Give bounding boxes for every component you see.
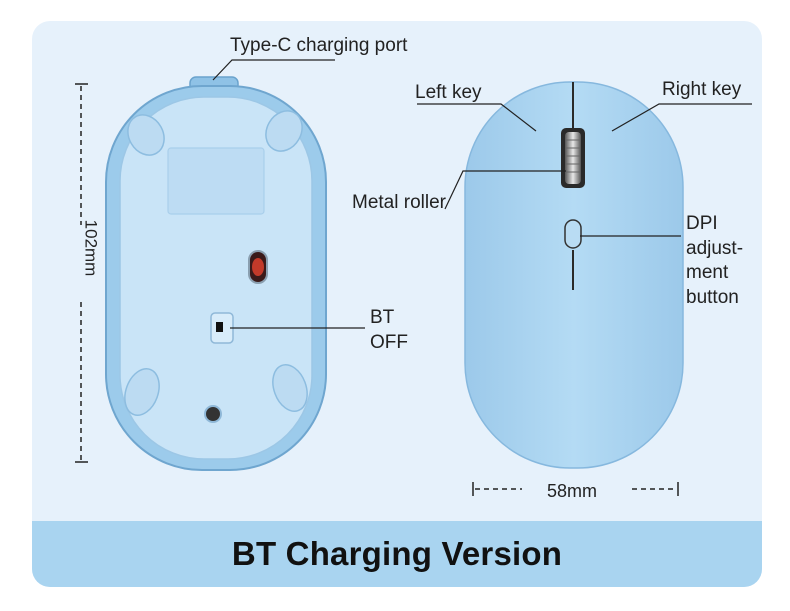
off-label: OFF <box>370 332 408 353</box>
mouse-top-view <box>464 81 684 469</box>
height-dimension-label: 102mm <box>81 219 101 277</box>
width-dimension <box>472 482 679 496</box>
height-dimension <box>75 83 88 463</box>
banner: BT Charging Version <box>32 521 762 587</box>
metal-roller-label: Metal roller <box>352 192 446 213</box>
sensor-light <box>252 258 264 276</box>
type-c-port-label: Type-C charging port <box>230 35 408 56</box>
dpi-label-line3: ment <box>686 262 729 283</box>
battery-cover <box>167 147 265 215</box>
dpi-label-line2: adjust- <box>686 238 744 259</box>
foot-pad <box>124 368 160 416</box>
foot-pad <box>127 114 165 156</box>
dpi-button <box>564 219 582 249</box>
right-key-label: Right key <box>662 79 742 100</box>
bt-switch-knob <box>216 322 223 332</box>
banner-title: BT Charging Version <box>231 535 563 572</box>
reset-hole <box>204 405 222 423</box>
foot-pad <box>265 110 303 152</box>
left-key-label: Left key <box>415 82 482 103</box>
leader-lines <box>212 59 752 329</box>
foot-pad <box>272 364 308 412</box>
bt-label: BT <box>370 307 395 328</box>
dpi-label-line1: DPI <box>686 213 718 234</box>
mouse-bottom-view <box>105 76 327 471</box>
dpi-label-line4: button <box>686 287 739 308</box>
width-dimension-label: 58mm <box>547 481 598 501</box>
metal-roller <box>565 132 581 184</box>
